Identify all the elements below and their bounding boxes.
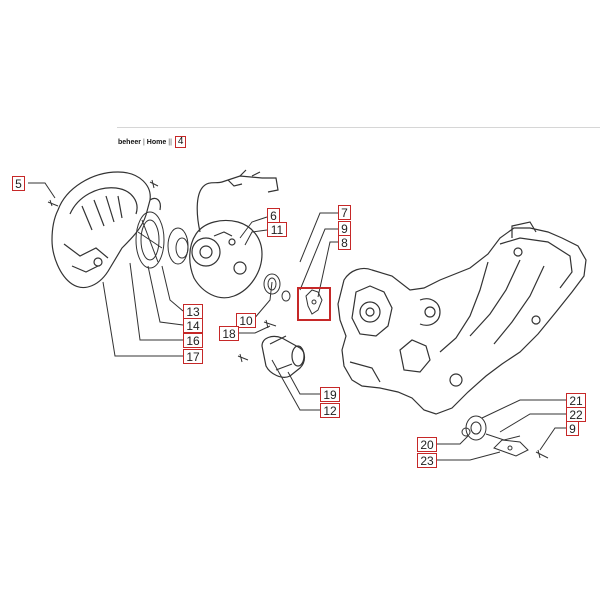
oil-seal bbox=[263, 273, 291, 302]
callout-8[interactable]: 8 bbox=[338, 235, 351, 250]
header-divider bbox=[117, 127, 600, 128]
crankcase bbox=[337, 221, 587, 415]
callout-17[interactable]: 17 bbox=[183, 349, 203, 364]
bracket-part bbox=[305, 289, 323, 315]
callout-18[interactable]: 18 bbox=[219, 326, 239, 341]
callout-23[interactable]: 23 bbox=[417, 453, 437, 468]
screw-5 bbox=[47, 199, 59, 207]
callout-20[interactable]: 20 bbox=[417, 437, 437, 452]
callout-22[interactable]: 22 bbox=[566, 407, 586, 422]
nav-link-beheer[interactable]: beheer bbox=[118, 139, 141, 146]
flywheel-cover bbox=[51, 171, 161, 289]
callout-9[interactable]: 9 bbox=[338, 221, 351, 236]
callout-21[interactable]: 21 bbox=[566, 393, 586, 408]
nav-separator: | bbox=[142, 139, 145, 146]
nav-badge[interactable]: 4 bbox=[174, 136, 187, 148]
nav-separator: || bbox=[168, 139, 172, 146]
flywheel-rotor bbox=[167, 227, 189, 265]
callout-14[interactable]: 14 bbox=[183, 318, 203, 333]
screw-12 bbox=[237, 353, 249, 363]
selected-part-highlight[interactable] bbox=[297, 287, 331, 321]
stator-plate bbox=[189, 169, 279, 299]
cooling-fan bbox=[135, 211, 165, 269]
callout-5[interactable]: 5 bbox=[12, 176, 25, 191]
callout-6[interactable]: 6 bbox=[267, 208, 280, 223]
callout-12[interactable]: 12 bbox=[320, 403, 340, 418]
breadcrumb: beheer|Home||4 bbox=[118, 136, 187, 148]
callout-7[interactable]: 7 bbox=[338, 205, 351, 220]
nav-link-home[interactable]: Home bbox=[146, 139, 167, 146]
callout-11[interactable]: 11 bbox=[267, 222, 287, 237]
pulley-assembly bbox=[461, 415, 549, 459]
screw-18 bbox=[263, 319, 277, 329]
callout-13[interactable]: 13 bbox=[183, 304, 203, 319]
callout-19[interactable]: 19 bbox=[320, 387, 340, 402]
screw-small bbox=[149, 179, 159, 189]
callout-10[interactable]: 10 bbox=[236, 313, 256, 328]
leader-lines bbox=[28, 182, 566, 461]
callout-16[interactable]: 16 bbox=[183, 333, 203, 348]
callout-9-lower[interactable]: 9 bbox=[566, 421, 579, 436]
starter-motor bbox=[261, 335, 306, 378]
